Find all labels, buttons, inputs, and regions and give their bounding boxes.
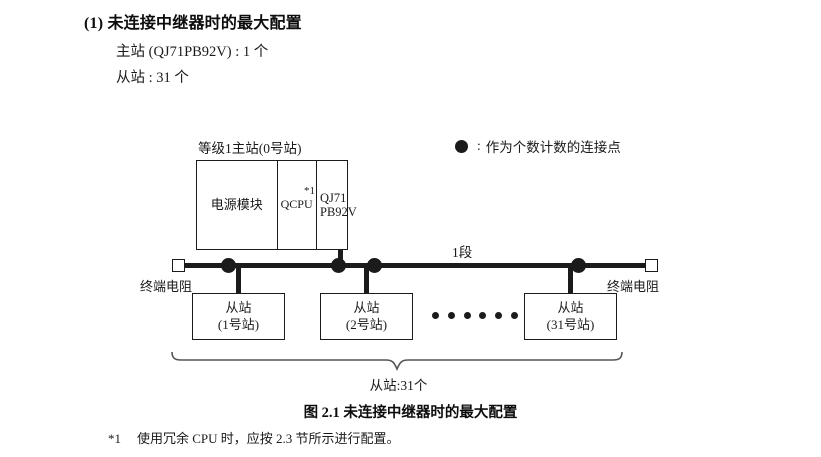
slave-station-2-number: (2号站) (345, 316, 388, 332)
master-station-unit: 电源模块 QCPU *1 QJ71 PB92V (196, 160, 357, 250)
slave-drop-line (568, 266, 573, 294)
slave-station-2-title: 从站 (353, 299, 380, 315)
connection-point-dot (571, 258, 586, 273)
legend: : 作为个数计数的连接点 (455, 136, 621, 156)
slave-total-count-wrapper: 从站:31个 (0, 374, 821, 394)
network-module-label-line2: PB92V (320, 205, 357, 219)
ellipsis-dot (447, 312, 455, 319)
ellipsis-dot (510, 312, 518, 319)
legend-label: 作为个数计数的连接点 (485, 140, 621, 155)
ellipsis-dot (479, 312, 487, 319)
cpu-module-label: QCPU (280, 197, 313, 212)
footnote-mark: *1 (108, 431, 121, 446)
master-station-label: 等级1主站(0号站) (198, 141, 302, 156)
slave-station-2: 从站 (2号站) (320, 293, 413, 340)
footnote-reference-mark: *1 (304, 185, 315, 197)
page-title: (1) 未连接中继器时的最大配置 (84, 15, 302, 32)
ellipsis-dot (432, 312, 439, 319)
power-module-cell: 电源模块 (197, 161, 277, 249)
slave-station-1: 从站 (1号站) (192, 293, 285, 340)
network-module-cell: QJ71 PB92V (316, 161, 357, 249)
slave-station-1-number: (1号站) (217, 316, 260, 332)
spec-master-count: 主站 (QJ71PB92V) : 1 个 (116, 44, 269, 60)
terminating-resistor-left-icon (172, 259, 185, 272)
slave-station-31-title: 从站 (557, 299, 584, 315)
power-module-label: 电源模块 (210, 196, 263, 212)
terminating-resistor-right-label: 终端电阻 (607, 279, 660, 294)
network-module-label-line1: QJ71 (320, 190, 347, 205)
footnote-text: 使用冗余 CPU 时，应按 2.3 节所示进行配置。 (137, 431, 400, 446)
connection-point-dot (367, 258, 382, 273)
terminating-resistor-left-label: 终端电阻 (140, 279, 193, 294)
slave-group-brace (171, 351, 623, 372)
slave-station-31: 从站 (31号站) (524, 293, 617, 340)
footnote: *1 使用冗余 CPU 时，应按 2.3 节所示进行配置。 (108, 428, 400, 447)
slave-station-31-number: (31号站) (546, 316, 595, 332)
slave-total-count: 从站:31个 (369, 378, 428, 393)
terminating-resistor-right-icon (645, 259, 658, 272)
ellipsis-dot (495, 312, 503, 319)
figure-caption: 图 2.1 未连接中继器时的最大配置 (303, 405, 518, 421)
slave-station-1-title: 从站 (225, 299, 252, 315)
connection-point-dot (331, 258, 346, 273)
ellipsis-dot (463, 312, 471, 319)
ellipsis-dots (432, 312, 518, 319)
slave-drop-line (364, 266, 369, 294)
slave-drop-line (236, 266, 241, 294)
network-bus-line (182, 263, 648, 268)
connection-point-dot (221, 258, 236, 273)
legend-colon: : (477, 138, 481, 153)
cpu-module-cell: QCPU *1 (276, 161, 316, 249)
segment-label: 1段 (452, 245, 473, 260)
spec-slave-count: 从站 : 31 个 (116, 70, 189, 86)
connection-point-icon (455, 139, 468, 153)
